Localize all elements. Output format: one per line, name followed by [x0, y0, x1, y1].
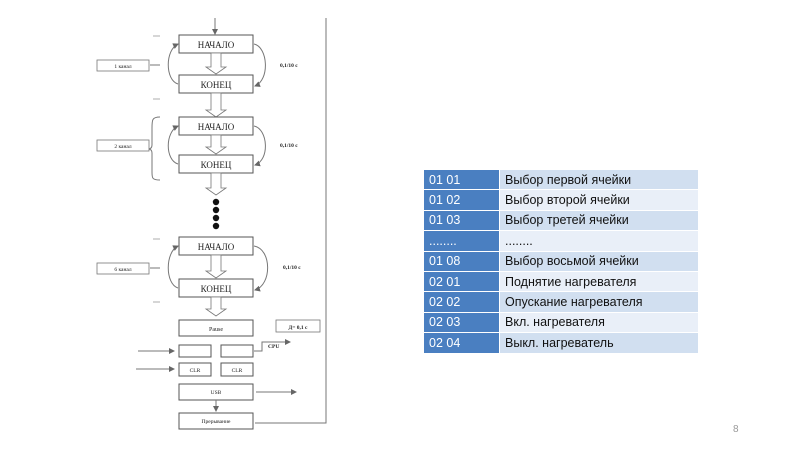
channel-1-end-label: КОНЕЦ — [201, 80, 232, 90]
description-cell: Опускание нагревателя — [499, 291, 699, 313]
table-row: 02 03 Вкл. нагревателя — [423, 311, 699, 334]
channel-1-left-loop — [167, 43, 179, 85]
channel-6-end-label: КОНЕЦ — [201, 284, 232, 294]
arrow-ch2-to-dots — [204, 172, 228, 196]
channel-6-interval: 0,1/10 с — [283, 265, 301, 271]
description-cell: Выбор восьмой ячейки — [499, 250, 699, 272]
description-cell: Выкл. нагреватель — [499, 332, 699, 354]
code-cell: 01 02 — [423, 189, 500, 211]
code-cell: 02 03 — [423, 311, 500, 334]
cpu-register-right — [220, 344, 254, 358]
description-cell: Выбор второй ячейки — [499, 189, 699, 211]
channel-1-box — [96, 59, 150, 72]
cpu-label: CPU — [268, 344, 279, 350]
code-cell: 01 03 — [423, 209, 500, 232]
arrow-ch6-to-pause — [204, 296, 228, 317]
pause-interval-box — [275, 319, 321, 333]
table-row: 02 04 Выкл. нагреватель — [423, 332, 699, 354]
channel-6-label: 6 канал — [114, 267, 132, 273]
channel-2-label: 2 канал — [114, 144, 132, 150]
channel-2-down-arrow — [204, 134, 228, 155]
table-row: 01 08 Выбор восьмой ячейки — [423, 250, 699, 272]
interrupt-label: Прерывание — [202, 419, 231, 425]
description-cell: ........ — [499, 230, 699, 252]
clr-label-right: CLR — [232, 368, 243, 374]
pause-interval: Д= 0,1 с — [289, 325, 309, 331]
cpu-register-left — [178, 344, 212, 358]
clr-block-left — [178, 362, 212, 377]
ellipsis-dots — [212, 198, 220, 230]
code-cell: 02 02 — [423, 291, 500, 313]
channel-2-interval: 0,1/10 с — [280, 143, 298, 149]
table-row: 02 01 Поднятие нагревателя — [423, 270, 699, 293]
description-cell: Вкл. нагревателя — [499, 311, 699, 334]
channel-6-box — [96, 262, 150, 275]
code-cell: 02 01 — [423, 270, 500, 293]
pause-block — [178, 319, 254, 337]
clr-label-left: CLR — [190, 368, 201, 374]
channel-1-start-label: НАЧАЛО — [198, 40, 235, 50]
arrow-ch1-to-ch2 — [204, 92, 228, 118]
feedback-line — [255, 18, 327, 424]
channel-1-down-arrow — [204, 52, 228, 75]
channel-2-group: НАЧАЛО КОНЕЦ 2 канал 0,1/10 с — [96, 116, 298, 181]
code-cell: 02 04 — [423, 332, 500, 354]
usb-label: USB — [211, 390, 222, 396]
description-cell: Выбор третей ячейки — [499, 209, 699, 232]
channel-2-right-loop — [253, 125, 266, 167]
interrupt-block — [178, 412, 254, 430]
channel-2-start-label: НАЧАЛО — [198, 122, 235, 132]
channel-2-left-loop — [167, 125, 179, 165]
code-cell: 01 01 — [423, 168, 500, 191]
channel-2-box — [96, 139, 150, 152]
table-row: 01 01 Выбор первой ячейки — [423, 168, 699, 191]
channel-2-end-label: КОНЕЦ — [201, 160, 232, 170]
channel-1-interval: 0,1/10 с — [280, 63, 298, 69]
description-cell: Поднятие нагревателя — [499, 270, 699, 293]
channel-1-group: НАЧАЛО КОНЕЦ 1 канал 0,1/10 с — [96, 34, 298, 100]
cpu-output-arrow — [254, 339, 291, 352]
channel-6-group: НАЧАЛО КОНЕЦ 6 канал 0,1/10 с — [96, 236, 301, 303]
clr-block-right — [220, 362, 254, 377]
table-row: 01 02 Выбор второй ячейки — [423, 189, 699, 211]
channel-2-brace — [147, 116, 161, 181]
channel-1-label: 1 канал — [114, 64, 132, 70]
code-cell: 01 08 — [423, 250, 500, 272]
table-row: ........ ........ — [423, 230, 699, 252]
channel-6-start-label: НАЧАЛО — [198, 242, 235, 252]
table-row: 01 03 Выбор третей ячейки — [423, 209, 699, 232]
channel-1-right-loop — [253, 43, 266, 87]
table-row: 02 02 Опускание нагревателя — [423, 291, 699, 313]
channel-6-left-loop — [167, 245, 179, 289]
code-cell: ........ — [423, 230, 500, 252]
description-cell: Выбор первой ячейки — [499, 168, 699, 191]
pause-label: Pause — [209, 327, 223, 333]
page-number: 8 — [733, 424, 739, 435]
command-code-table: 01 01 Выбор первой ячейки 01 02 Выбор вт… — [423, 168, 699, 354]
channel-6-down-arrow — [204, 254, 228, 279]
channel-6-right-loop — [253, 245, 269, 292]
